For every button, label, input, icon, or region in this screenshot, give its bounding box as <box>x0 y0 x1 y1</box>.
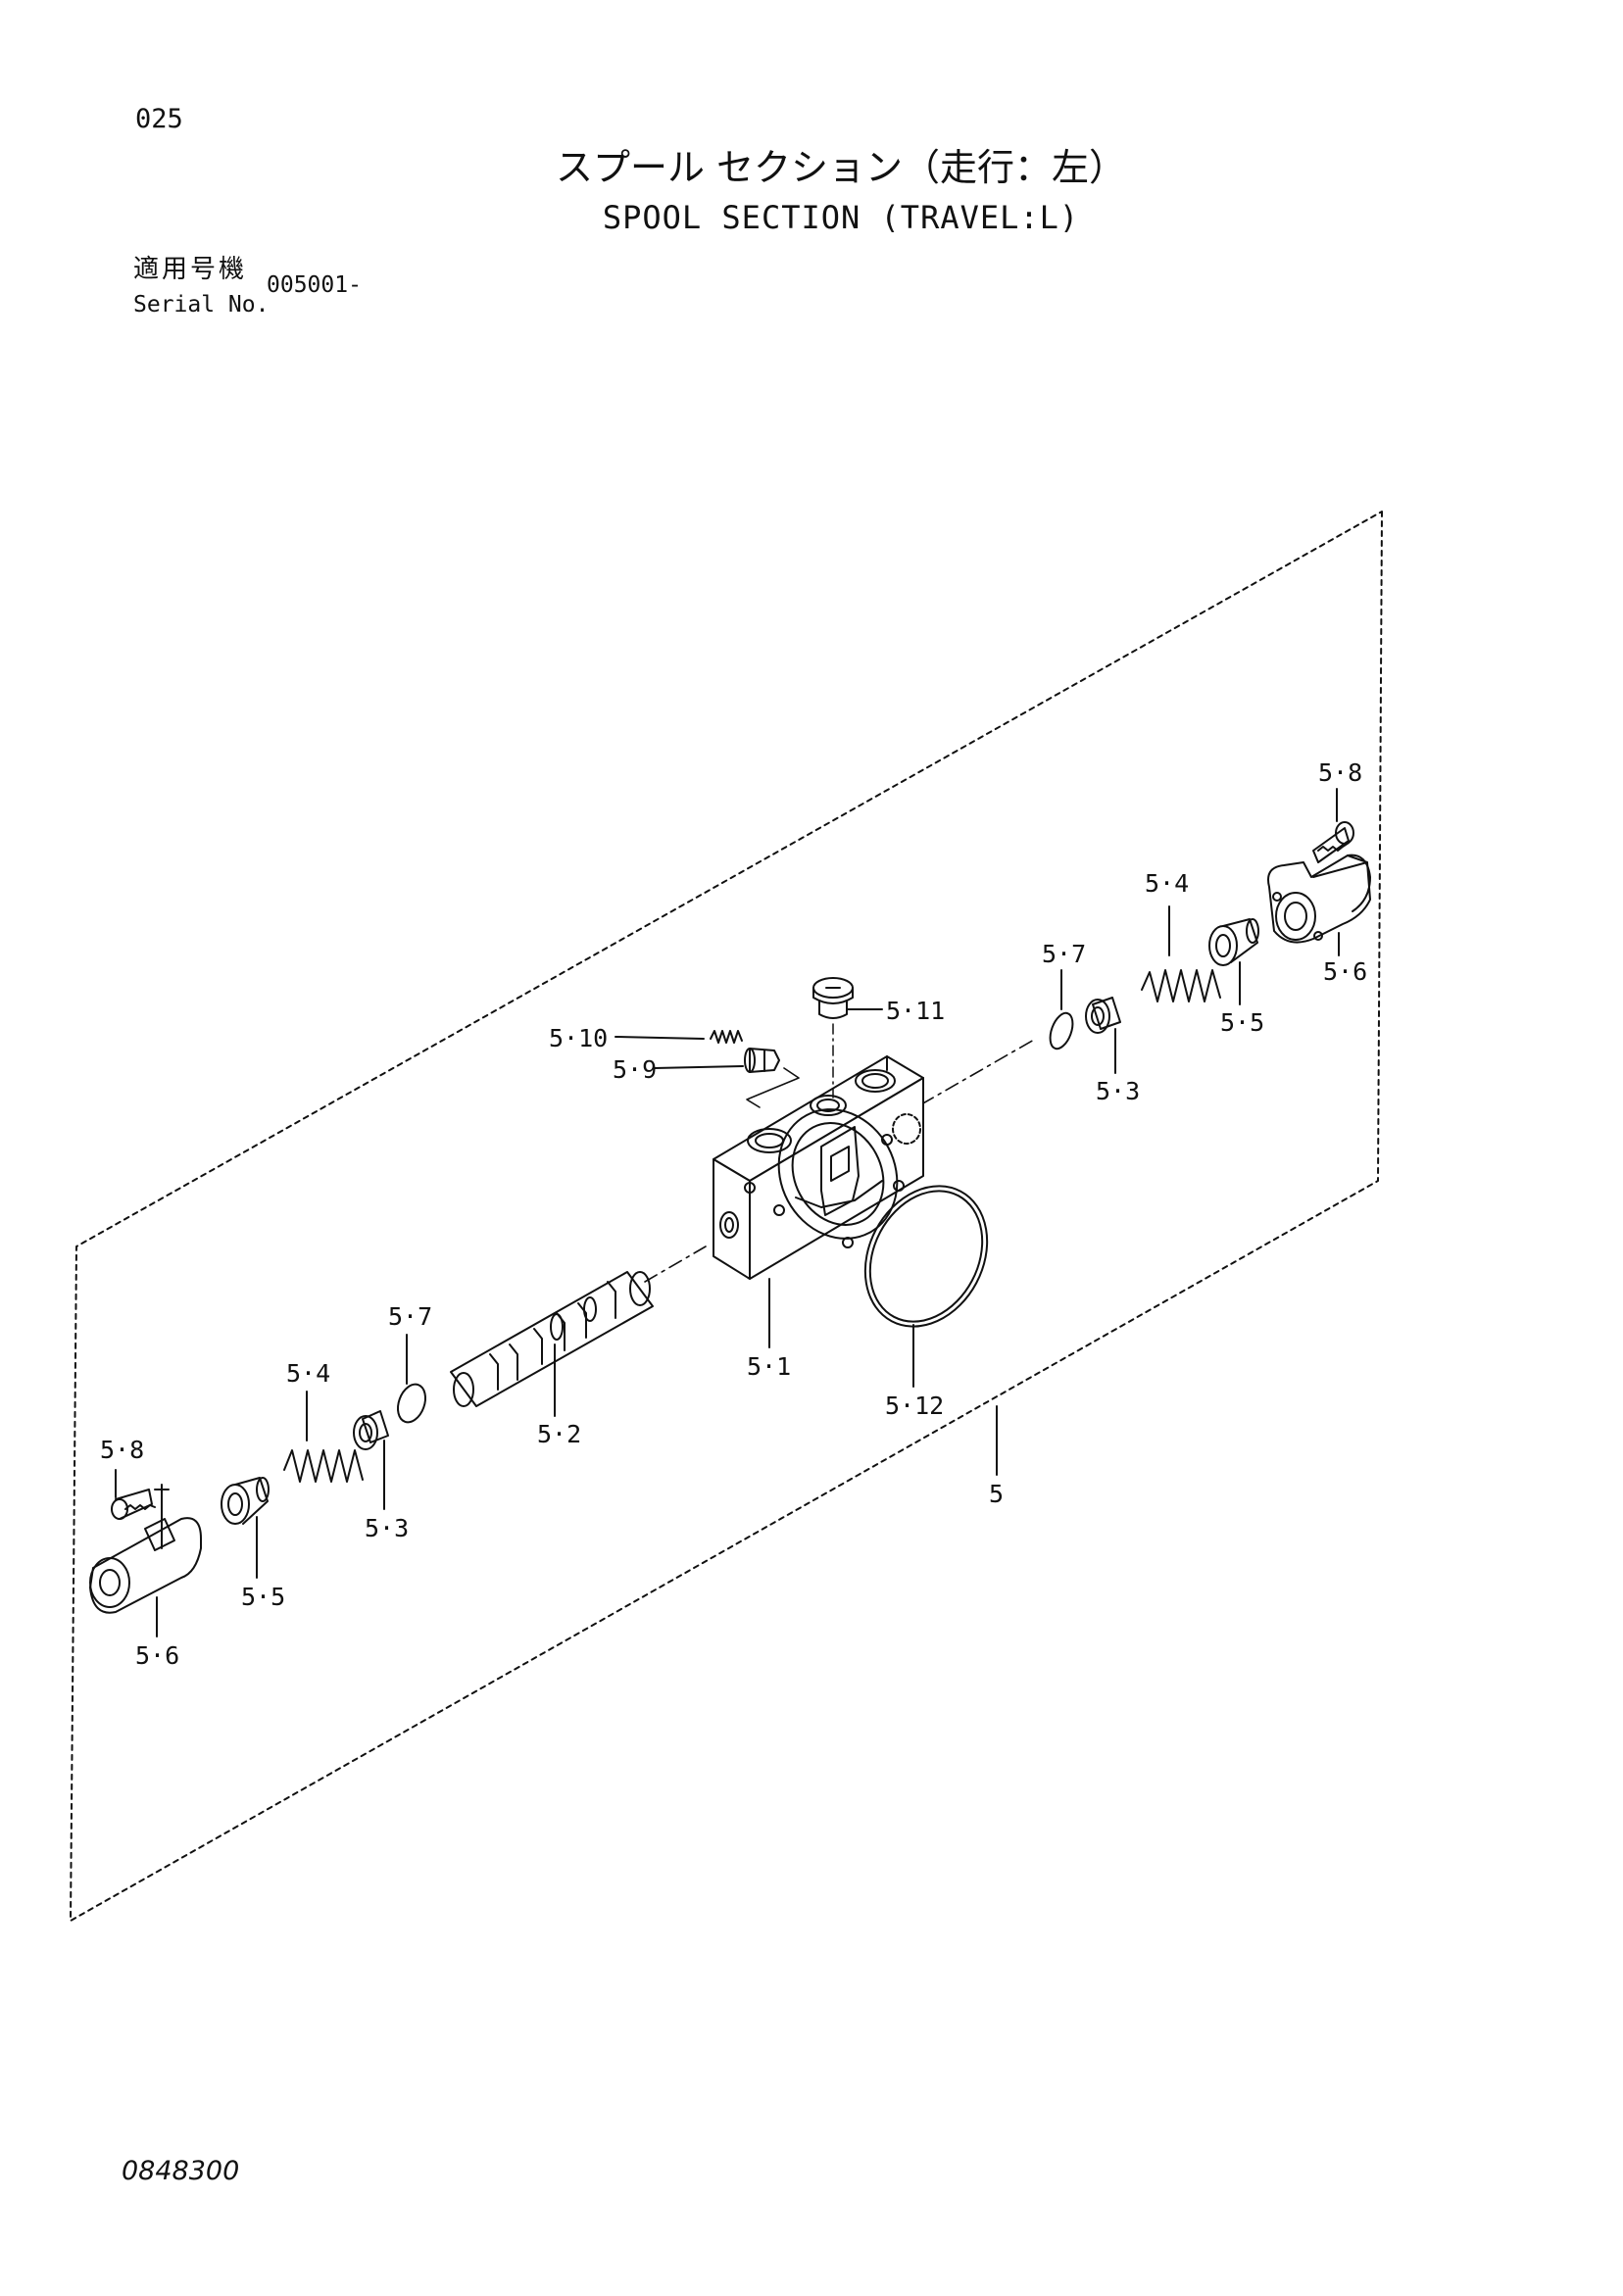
assembly-boundary <box>70 511 1383 1922</box>
spool-axis-line <box>644 1039 1035 1283</box>
poppet-part-5-9 <box>744 1048 780 1073</box>
serial-label-japanese: 適用号機 <box>133 255 248 284</box>
stopper-part-5-5-right <box>1208 918 1259 966</box>
callout-5-9: 5·9 <box>613 1055 657 1084</box>
title-japanese: スプール セクション（走行：左） <box>555 146 1127 189</box>
serial-value: 005001- <box>267 272 362 298</box>
spool-part-5-2 <box>450 1271 654 1407</box>
callout-5-4-right: 5·4 <box>1145 869 1189 898</box>
callout-5: 5 <box>989 1480 1004 1508</box>
o-ring-part-5-12 <box>863 1185 989 1328</box>
plug-part-5-11 <box>812 977 854 1019</box>
callout-5-11: 5·11 <box>886 997 945 1025</box>
spring-part-5-4-left <box>283 1449 364 1483</box>
callout-5-2: 5·2 <box>537 1420 581 1448</box>
spring-seat-part-5-3-right <box>1085 997 1121 1034</box>
document-code: 0848300 <box>122 2156 240 2186</box>
spring-part-5-10 <box>710 1030 743 1044</box>
leader-5-10 <box>615 1036 705 1040</box>
callout-5-3-left: 5·3 <box>365 1514 409 1542</box>
bolt-part-5-8-right <box>1312 821 1354 863</box>
valve-body-part-5-1 <box>713 1055 924 1280</box>
callout-5-5-left: 5·5 <box>241 1583 285 1611</box>
callout-5-6-right: 5·6 <box>1323 957 1367 986</box>
callout-5-6-left: 5·6 <box>135 1641 179 1670</box>
callout-5-5-right: 5·5 <box>1220 1008 1264 1037</box>
callout-5-8-left: 5·8 <box>100 1436 144 1464</box>
o-ring-part-5-7-right <box>1049 1011 1074 1050</box>
o-ring-part-5-7-left <box>396 1383 427 1424</box>
leader-5-9 <box>654 1065 744 1069</box>
callout-5-12: 5·12 <box>885 1392 944 1420</box>
cap-part-5-6-left <box>89 1484 202 1614</box>
serial-label-english: Serial No. <box>133 292 270 318</box>
spring-part-5-4-right <box>1141 969 1221 1002</box>
axis-5-9 <box>746 1067 800 1108</box>
callout-5-10: 5·10 <box>549 1024 608 1052</box>
callout-5-4-left: 5·4 <box>286 1359 330 1388</box>
callout-5-1: 5·1 <box>747 1352 791 1381</box>
stopper-part-5-5-left <box>221 1477 270 1525</box>
bolt-part-5-8-left <box>111 1489 156 1520</box>
callout-5-8-right: 5·8 <box>1318 758 1362 787</box>
callout-5-7-right: 5·7 <box>1042 940 1086 968</box>
spring-seat-part-5-3-left <box>353 1410 389 1450</box>
callout-5-7-left: 5·7 <box>388 1302 432 1331</box>
callout-5-3-right: 5·3 <box>1096 1077 1140 1105</box>
title-english: SPOOL SECTION (TRAVEL:L) <box>602 199 1080 236</box>
cap-part-5-6-right <box>1267 854 1371 944</box>
o-ring-part-5-12-inner <box>868 1190 984 1323</box>
page-number: 025 <box>135 104 183 134</box>
